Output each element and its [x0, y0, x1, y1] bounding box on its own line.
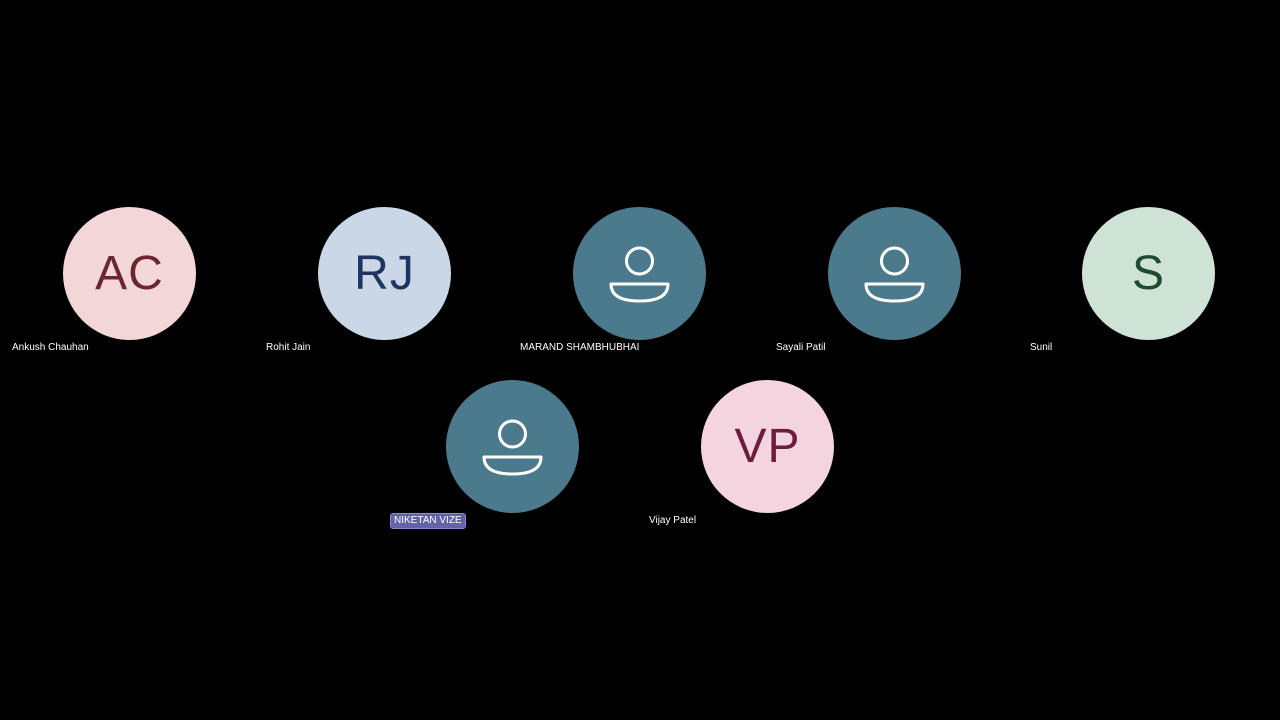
avatar-initials: S — [1131, 247, 1165, 300]
participant-avatar: RJ — [318, 207, 451, 340]
participant-avatar: S — [1082, 207, 1215, 340]
person-icon — [609, 246, 670, 303]
participant-avatar — [573, 207, 706, 340]
participant-name-label: MARAND SHAMBHUBHAI — [520, 342, 640, 353]
participant-tile-vijay-patel[interactable]: VP Vijay Patel — [648, 373, 903, 547]
participant-tile-rohit-jain[interactable]: RJ Rohit Jain — [265, 200, 520, 374]
participant-name-label: Ankush Chauhan — [12, 342, 89, 353]
participant-name-label: Sayali Patil — [776, 342, 826, 353]
participant-tile-sunil[interactable]: S Sunil — [1030, 200, 1280, 374]
participant-name-label-speaking: NIKETAN VIZE — [390, 513, 466, 529]
participant-tile-marand-shambhubhai[interactable]: MARAND SHAMBHUBHAI — [520, 200, 775, 374]
person-icon — [482, 419, 543, 476]
participant-tile-niketan-vize[interactable]: NIKETAN VIZE — [390, 373, 648, 547]
participant-avatar: VP — [701, 380, 834, 513]
participant-avatar — [446, 380, 579, 513]
participant-name-label: Rohit Jain — [266, 342, 311, 353]
avatar-initials: RJ — [354, 247, 415, 300]
participant-avatar — [828, 207, 961, 340]
person-icon — [864, 246, 925, 303]
participant-tile-sayali-patil[interactable]: Sayali Patil — [775, 200, 1030, 374]
participant-avatar: AC — [63, 207, 196, 340]
avatar-initials: AC — [95, 247, 164, 300]
participant-tile-ankush-chauhan[interactable]: AC Ankush Chauhan — [10, 200, 265, 374]
avatar-initials: VP — [734, 420, 801, 473]
participant-name-label: Sunil — [1030, 342, 1053, 353]
participant-name-label: Vijay Patel — [649, 515, 697, 526]
